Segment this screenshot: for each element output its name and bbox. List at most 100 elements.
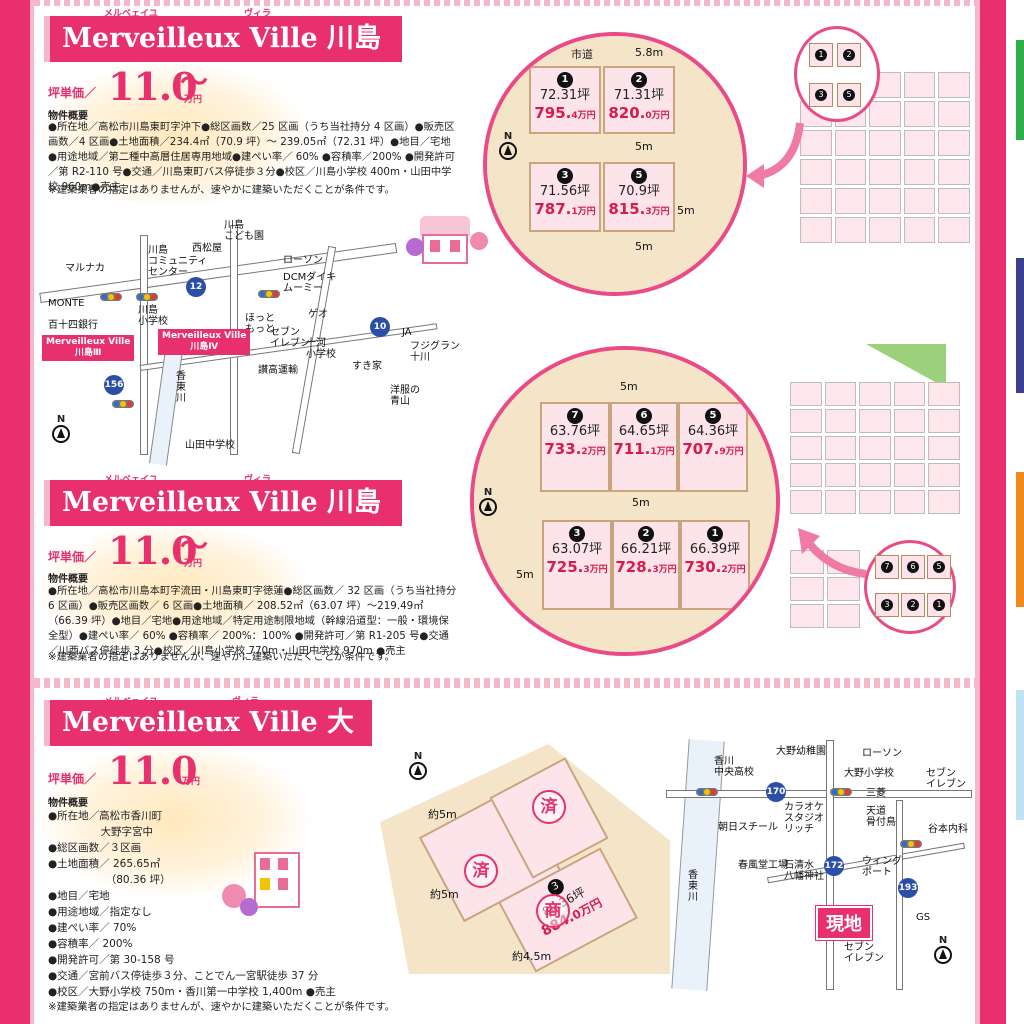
map-label: 百十四銀行 (48, 320, 98, 331)
lot-number: 3 (569, 526, 585, 542)
dimension-label: 5m (516, 568, 534, 581)
lot-number: 7 (567, 408, 583, 424)
mini-lot: 5 (927, 555, 951, 579)
map-label: ウィング ポート (862, 856, 902, 878)
lot-number: 1 (707, 526, 723, 542)
mini-lot: 2 (837, 43, 861, 67)
left-border-inner (30, 0, 34, 1024)
dimension-label: 約4.5m (512, 950, 552, 963)
road (140, 235, 148, 455)
map-label: 春風堂工場 (738, 860, 788, 871)
lot-1[interactable]: 1 72.31坪 795.4万円 (529, 66, 601, 134)
ruby-right: ヴィラ (244, 9, 272, 19)
lot-price: 815.3万円 (608, 200, 670, 218)
map-label: 山田中学校 (185, 440, 235, 451)
overview-text: ●所在地／高松市川島本町字流田・川島東町字徳蓮●総区画数／ 32 区画（うち当社… (48, 585, 457, 657)
lot-number: 2 (638, 526, 654, 542)
lot-2[interactable]: 2 66.21坪 728.3万円 (612, 520, 680, 610)
map-label: 谷本内科 (928, 824, 968, 835)
map-label: 天道 骨付鳥 (866, 806, 896, 828)
section-title: Merveilleux Ville 川島Ⅳ (44, 16, 402, 100)
dimension-label: 5m (620, 380, 638, 393)
lot-5[interactable]: 5 70.9坪 815.3万円 (603, 162, 675, 232)
mini-lot: 3 (809, 83, 833, 107)
lot-price: 707.9万円 (682, 440, 744, 458)
traffic-light-icon (112, 400, 134, 408)
lot-area: 66.39坪 (689, 542, 741, 557)
sold-stamp: 済 (532, 790, 566, 824)
mini-lot: 6 (901, 555, 925, 579)
lot-area: 71.31坪 (613, 88, 665, 103)
house-illustration-icon (406, 208, 490, 270)
mini-lot: 1 (809, 43, 833, 67)
lot-area: 64.65坪 (618, 424, 670, 439)
right-border (980, 0, 1006, 1024)
map-label: マルナカ (65, 263, 105, 274)
map-label: DCMダイキ ムーミー (283, 272, 337, 294)
overview-line: ●地目／宅地 (48, 890, 110, 902)
lot-6[interactable]: 6 64.65坪 711.1万円 (610, 402, 678, 492)
traffic-light-icon (258, 290, 280, 298)
overview-text: ●所在地／高松市川島東町字沖下●総区画数／25 区画（うち当社持分 4 区画）●… (48, 121, 455, 193)
map-label: 香東川 (688, 870, 698, 903)
route-badge: 10 (370, 317, 390, 337)
negotiation-stamp: 商 (536, 894, 570, 928)
map-label: 西松屋 (192, 243, 222, 254)
mini-lot: 5 (837, 83, 861, 107)
overview-line: ●容積率／ 200% (48, 938, 133, 950)
lot-price: 728.3万円 (615, 558, 677, 576)
map-label: 川島 こども園 (224, 220, 264, 242)
map-label: ローソン (862, 748, 902, 759)
lot-7[interactable]: 7 63.76坪 733.2万円 (540, 402, 610, 492)
route-badge: 193 (898, 878, 918, 898)
lot-number: 3 (557, 168, 573, 184)
price-glow (34, 520, 314, 660)
lot-5[interactable]: 5 64.36坪 707.9万円 (678, 402, 748, 492)
overview-heading: 物件概要 (48, 574, 88, 585)
side-tab-green (1016, 40, 1024, 140)
dimension-label: 5.8m (635, 46, 664, 59)
route-badge: 172 (824, 856, 844, 876)
north-arrow-icon: N (50, 415, 72, 449)
side-tab-orange (1016, 472, 1024, 607)
traffic-light-icon (136, 293, 158, 301)
north-arrow-icon: N (407, 752, 429, 786)
price-unit: 万円 (184, 95, 203, 105)
sold-stamp: 済 (464, 854, 498, 888)
price-tilde: 〜 (180, 65, 208, 98)
overview-line: ●交通／宮前バス停徒歩３分、ことでん一宮駅徒歩 37 分 (48, 970, 319, 982)
price-glow (34, 60, 314, 210)
lot-price: 730.2万円 (684, 558, 746, 576)
lot-1[interactable]: 1 66.39坪 730.2万円 (680, 520, 750, 610)
lot-number: 1 (557, 72, 573, 88)
lot-price: 711.1万円 (613, 440, 675, 458)
lot-3[interactable]: 3 63.07坪 725.3万円 (542, 520, 612, 610)
north-arrow-icon: N (477, 488, 499, 522)
price-label: 坪単価／ (48, 550, 97, 564)
lot-price: 787.1万円 (534, 200, 596, 218)
traffic-light-icon (830, 788, 852, 796)
overview-heading: 物件概要 (48, 111, 88, 122)
lot-2[interactable]: 2 71.31坪 820.0万円 (603, 66, 675, 134)
lot-number: 5 (705, 408, 721, 424)
lot-area: 66.21坪 (620, 542, 672, 557)
map-label: セブン イレブン (926, 768, 966, 790)
lot-area: 63.76坪 (549, 424, 601, 439)
note: ※建築業者の指定はありませんが、速やかに建築いただくことが条件です。 (48, 651, 395, 663)
mini-lot: 7 (875, 555, 899, 579)
lot-price: 820.0万円 (608, 104, 670, 122)
map-label: 香川 中央高校 (714, 756, 754, 778)
lot-3[interactable]: 3 71.56坪 787.1万円 (529, 162, 601, 232)
overview-line: ●総区画数／３区画 (48, 842, 142, 854)
lot-price: 725.3万円 (546, 558, 608, 576)
section-title: Merveilleux Ville 大野 (44, 700, 372, 784)
price-value: 11.0 (108, 64, 198, 109)
route-badge: 170 (766, 782, 786, 802)
site-tag-kawashima3: Merveilleux Ville 川島Ⅲ (42, 335, 135, 361)
price-unit: 万円 (182, 777, 201, 787)
lot-number: 2 (631, 72, 647, 88)
note: ※建築業者の指定はありませんが、速やかに建築いただくことが条件です。 (48, 1001, 395, 1013)
price-tilde: 〜 (180, 529, 208, 562)
lot-area: 64.36坪 (687, 424, 739, 439)
overview-line: ●土地面積／ 265.65㎡ (48, 858, 161, 870)
